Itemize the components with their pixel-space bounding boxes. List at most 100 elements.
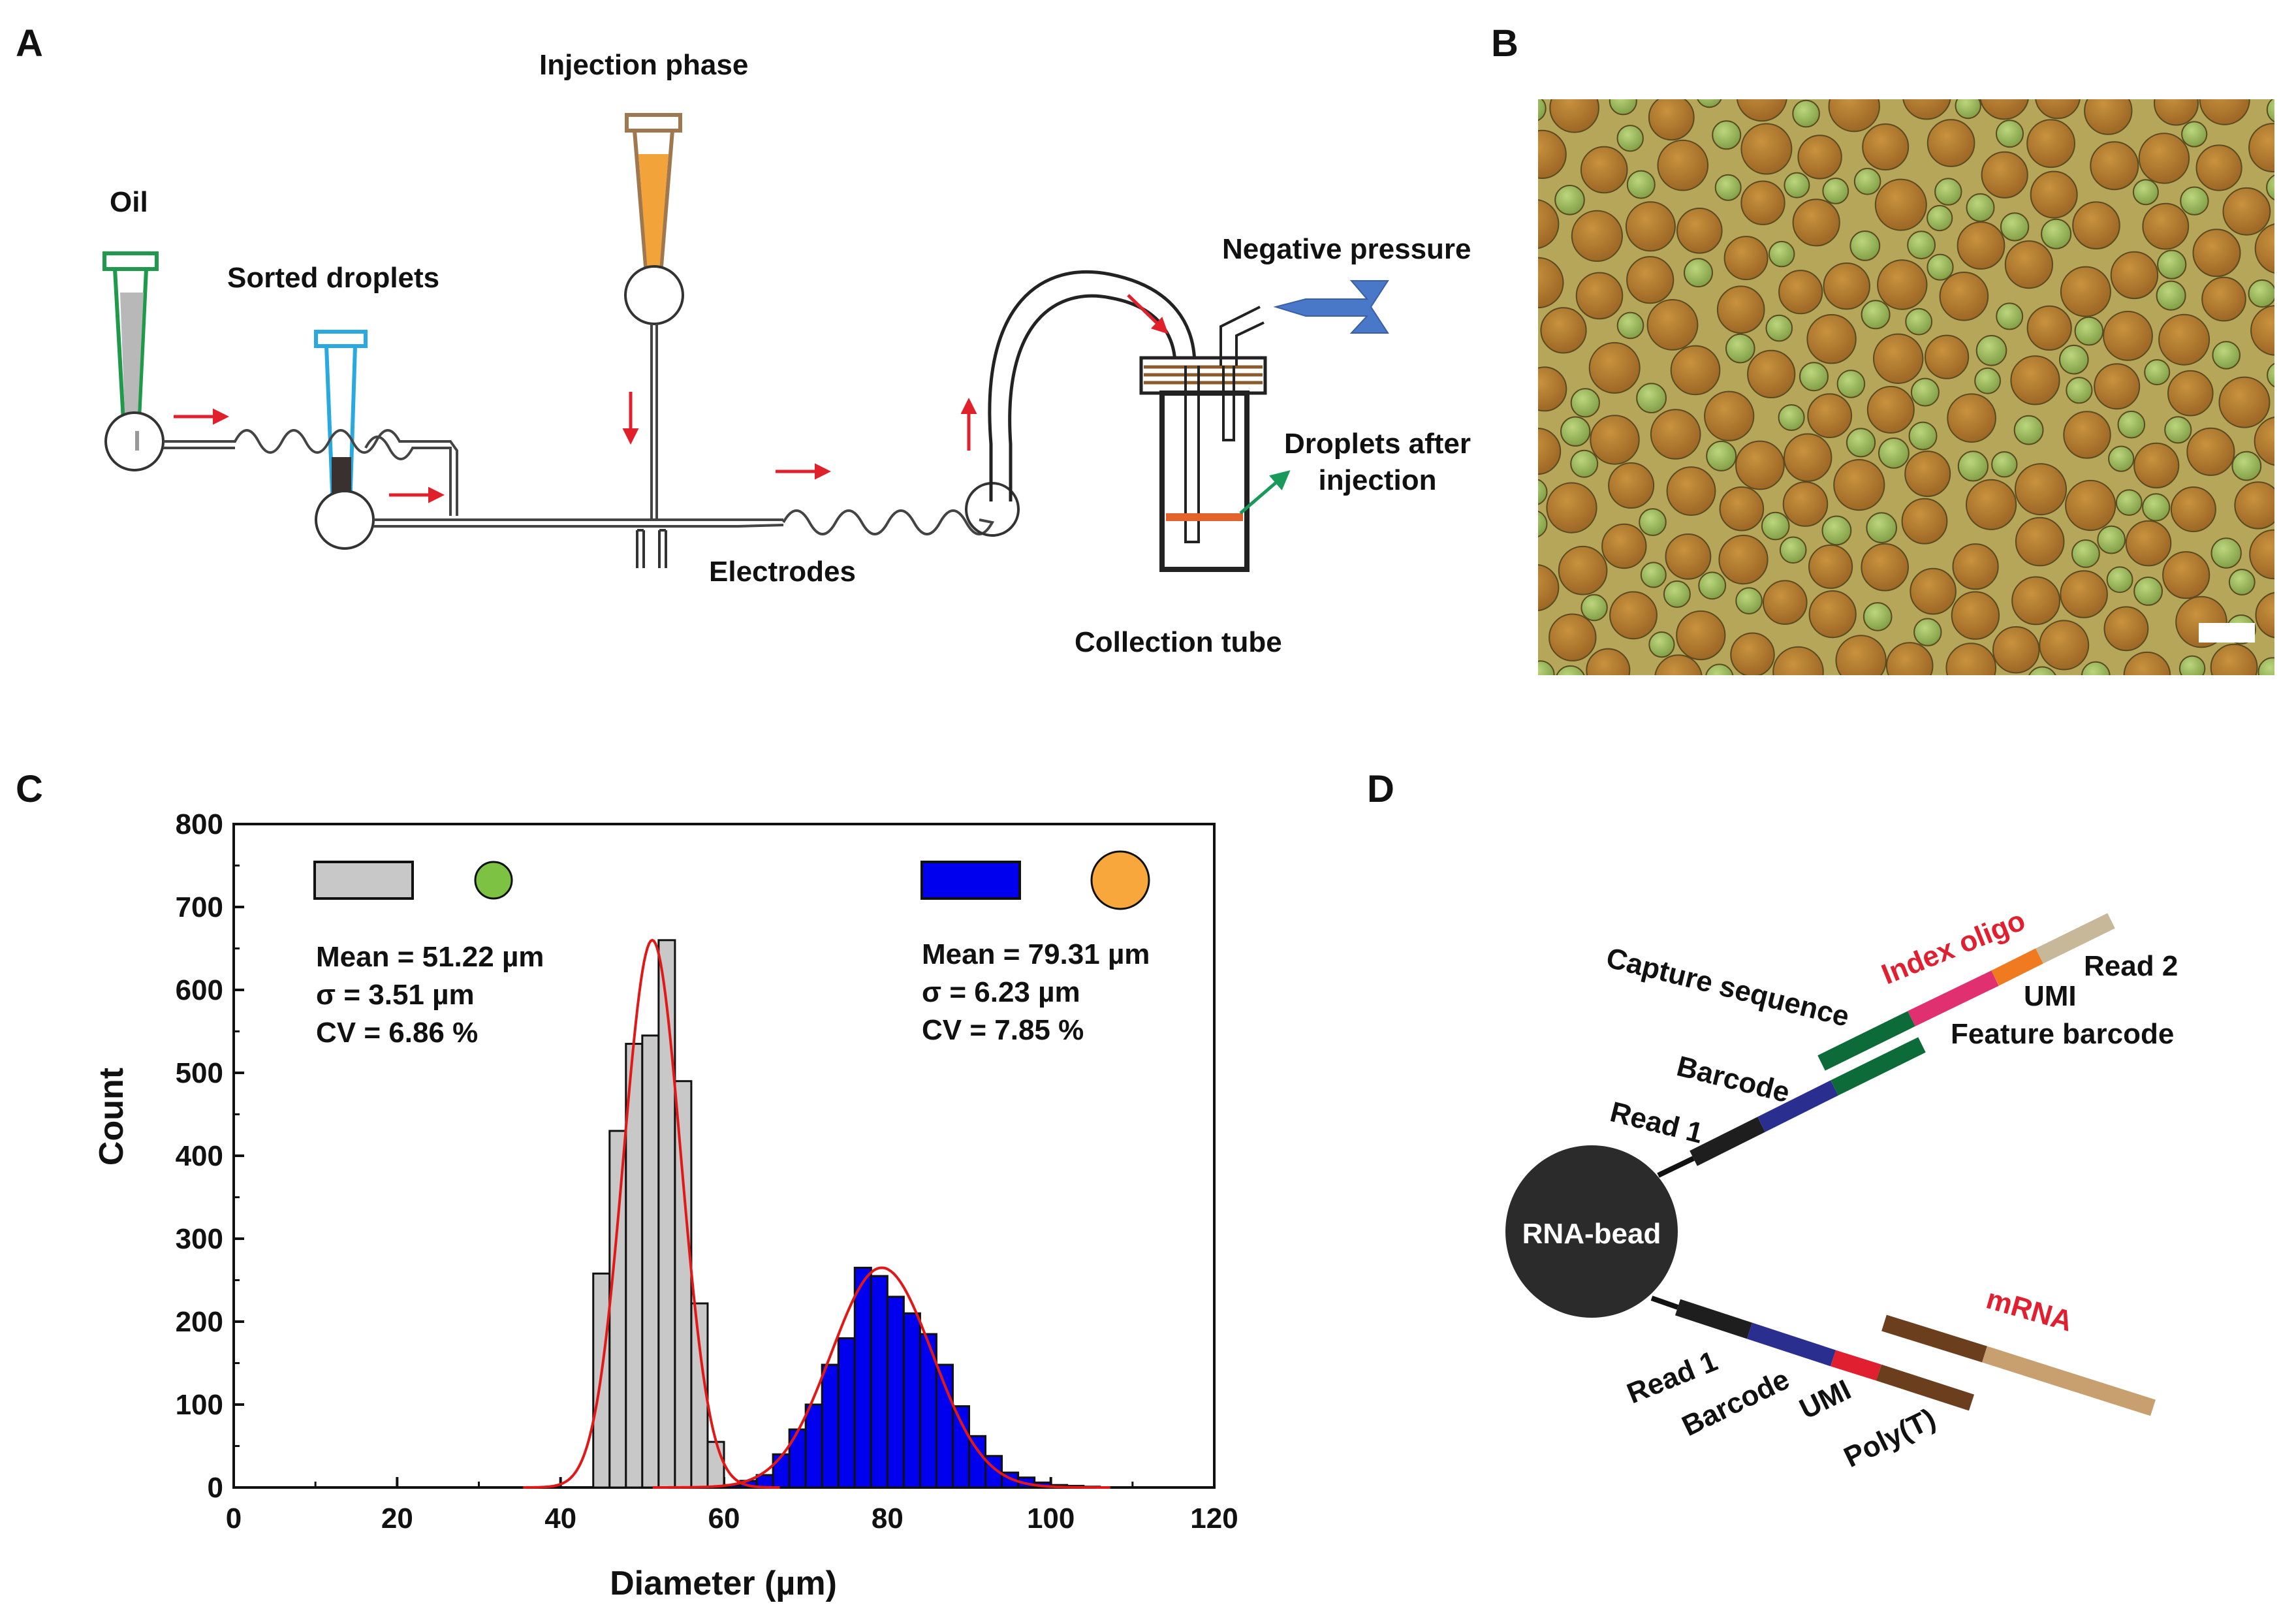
small-droplet: [1698, 571, 1727, 600]
histogram-bar-large: [821, 1363, 840, 1489]
large-droplet: [2103, 606, 2149, 652]
droplets-after-label: Droplets after: [1284, 428, 1471, 460]
large-droplet: [2039, 620, 2090, 671]
large-droplet: [1966, 479, 2017, 530]
flow-arrows: [174, 294, 1169, 503]
small-droplet: [1778, 404, 1805, 431]
x-tick-label: 0: [226, 1503, 242, 1535]
small-droplet: [1609, 99, 1637, 116]
lower-barcode-segment: [1746, 1322, 1836, 1367]
large-droplet: [1833, 459, 1885, 511]
large-droplet: [1952, 543, 1999, 590]
large-droplet: [2167, 370, 2214, 417]
small-droplet: [1556, 665, 1585, 675]
small-droplet: [1836, 370, 1866, 398]
large-droplet: [1625, 201, 1676, 252]
large-droplet: [1797, 135, 1842, 180]
negative-pressure-arrow-icon: [1273, 280, 1389, 334]
large-droplet: [2123, 651, 2171, 675]
large-droplet: [1735, 440, 1785, 490]
small-droplet: [2248, 279, 2274, 308]
small-droplet: [2106, 566, 2133, 594]
histogram-bar-large: [870, 1275, 889, 1489]
index-umi-segment: [1991, 948, 2043, 986]
large-droplet: [1951, 591, 2000, 640]
large-droplet: [2026, 119, 2076, 168]
large-droplet: [1778, 270, 1823, 315]
small-droplet: [1765, 314, 1793, 342]
read2-label: Read 2: [2084, 950, 2178, 982]
large-droplet: [1939, 272, 1989, 321]
large-droplet: [2154, 99, 2199, 126]
large-droplet: [2186, 427, 2235, 476]
y-tick-label: 500: [176, 1057, 223, 1089]
large-droplet: [2090, 141, 2139, 191]
electrodes: [636, 529, 667, 568]
flow-arrow-diagonal-icon: [1127, 294, 1169, 334]
small-droplet: [1684, 258, 1713, 288]
small-droplet: [2266, 99, 2274, 123]
large-droplet: [1874, 178, 1927, 231]
large-droplet: [1945, 643, 1996, 675]
small-droplet: [1648, 631, 1675, 658]
gaussian-fit-small: [523, 938, 780, 1489]
small-droplet: [1663, 580, 1691, 608]
large-droplet: [1992, 626, 2040, 674]
panel-b: B: [1491, 22, 2274, 675]
large-droplet: [1947, 393, 1996, 443]
large-droplet: [1657, 139, 1709, 191]
small-droplet: [1905, 308, 1933, 336]
injection-phase-label: Injection phase: [539, 49, 748, 81]
large-droplet: [1723, 236, 1769, 281]
small-droplet: [1639, 508, 1667, 536]
large-droplet: [1676, 610, 1726, 661]
large-droplet: [1806, 314, 1857, 364]
histogram-bar-large: [886, 1296, 905, 1489]
small-droplet: [2108, 445, 2135, 472]
index-read2-segment: [2036, 913, 2115, 964]
lower-umi-label: UMI: [1795, 1374, 1856, 1425]
small-droplet: [2231, 451, 2262, 481]
small-droplet: [2181, 121, 2208, 148]
large-droplet: [1538, 564, 1560, 611]
histogram-bar-small: [641, 1034, 660, 1489]
small-droplet: [2013, 415, 2044, 445]
small-droplet: [1616, 311, 1644, 340]
large-droplet: [2011, 576, 2061, 626]
histogram-bar-large: [902, 1312, 921, 1489]
large-droplet: [1957, 221, 2005, 270]
legend-grey-swatch: [313, 861, 414, 900]
lower-oligo: [1650, 1296, 2156, 1416]
small-droplet: [1821, 515, 1852, 546]
large-droplet: [2072, 201, 2120, 250]
small-droplet: [1792, 99, 1820, 128]
small-droplet: [2117, 410, 2146, 439]
large-droplet: [2218, 376, 2271, 428]
large-droplet: [2192, 229, 2241, 278]
large-droplet: [2094, 363, 2141, 410]
large-droplet: [1772, 646, 1824, 675]
small-droplet: [1769, 240, 1795, 268]
small-droplet: [1554, 185, 1585, 215]
x-tick-label: 100: [1027, 1503, 1075, 1535]
small-droplet: [2228, 569, 2256, 596]
x-tick-label: 120: [1190, 1503, 1238, 1535]
large-droplet: [2035, 99, 2081, 119]
large-droplet: [1730, 632, 1775, 675]
small-droplet: [2132, 179, 2159, 206]
large-droplet: [1926, 119, 1975, 167]
histogram-bar-large: [772, 1453, 791, 1489]
small-droplet: [1799, 362, 1829, 392]
large-droplet: [1782, 481, 1829, 527]
small-droplet: [1538, 660, 1555, 675]
small-droplet: [2144, 359, 2171, 385]
small-droplet: [1853, 168, 1881, 195]
polyt-label: Poly(T): [1839, 1403, 1940, 1474]
large-droplet: [1666, 466, 1716, 516]
small-droplet: [1926, 253, 1954, 281]
small-droplet: [2210, 537, 2242, 569]
small-droplet: [1996, 302, 2024, 330]
small-droplet: [1538, 511, 1548, 537]
